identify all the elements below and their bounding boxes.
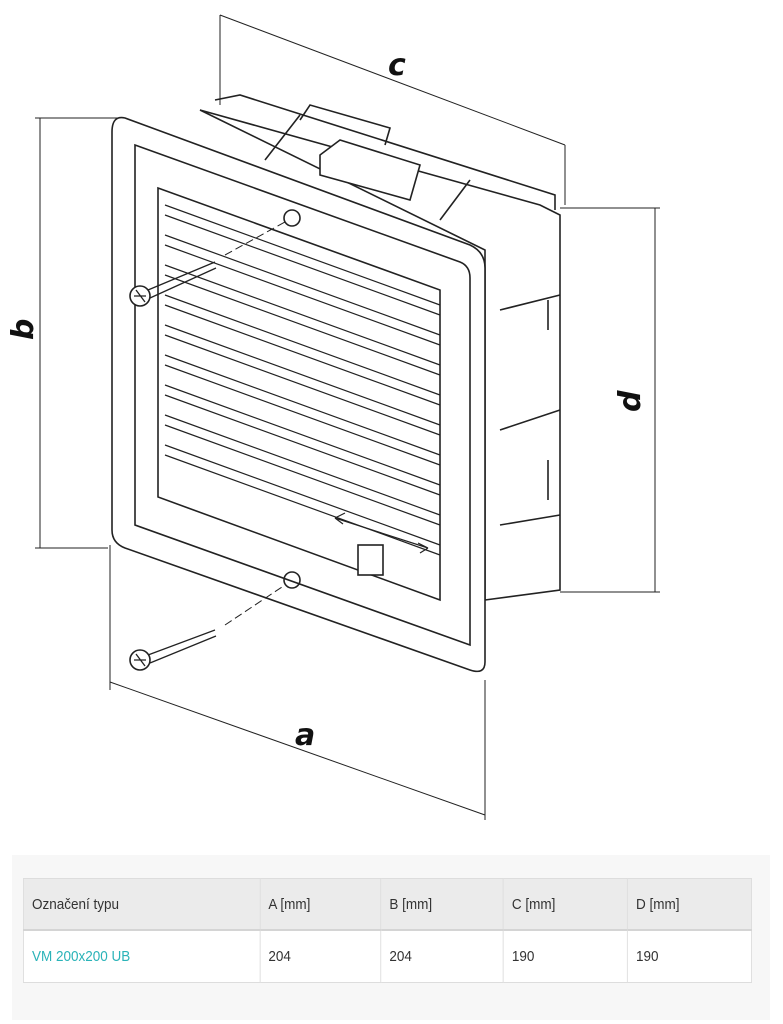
type-link[interactable]: VM 200x200 UB — [23, 929, 261, 983]
table-header-row: Označení typu A [mm] B [mm] C [mm] D [mm… — [23, 878, 752, 931]
header-d: D [mm] — [626, 878, 752, 931]
dimension-label-c: c — [388, 48, 406, 83]
vent-grille-technical-drawing: c b d a — [6, 14, 660, 820]
cell-b: 204 — [380, 929, 504, 983]
screw-hole-top — [283, 209, 301, 227]
front-frame — [111, 116, 486, 673]
dimension-lines — [35, 14, 660, 820]
header-b: B [mm] — [380, 878, 504, 931]
table-row: VM 200x200 UB 204 204 190 190 — [23, 929, 752, 983]
louvers — [164, 204, 441, 556]
screw-hole-bottom — [283, 571, 301, 589]
cell-a: 204 — [259, 929, 382, 983]
cell-c: 190 — [502, 929, 628, 983]
dimension-label-b: b — [6, 319, 41, 340]
slide-arrow — [334, 512, 429, 554]
dimension-label-a: a — [295, 718, 315, 753]
screws — [129, 209, 301, 671]
header-type: Označení typu — [23, 878, 261, 931]
slider-handle — [357, 544, 384, 576]
mounting-box — [199, 94, 561, 601]
dimension-label-d: d — [613, 390, 648, 412]
cell-d: 190 — [626, 929, 752, 983]
header-a: A [mm] — [259, 878, 382, 931]
dimensions-table: Označení typu A [mm] B [mm] C [mm] D [mm… — [23, 878, 752, 983]
header-c: C [mm] — [502, 878, 628, 931]
